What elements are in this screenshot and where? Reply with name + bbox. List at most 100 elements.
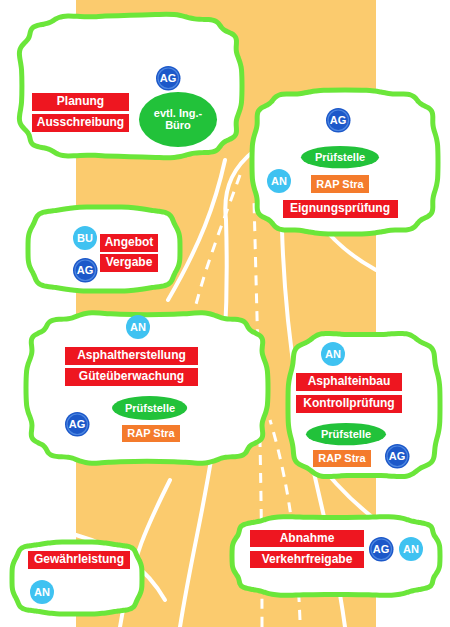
circle-ring — [158, 68, 179, 89]
circle-shape — [399, 537, 423, 561]
text-holder: AN — [30, 580, 54, 604]
node-text: Planung — [57, 95, 104, 108]
circle-shape — [73, 226, 97, 250]
node-text: evtl. Ing.-Büro — [149, 107, 207, 131]
phase-cloud: AN AsphaltherstellungGüteüberwachungAG Prü… — [22, 308, 272, 468]
node-text: AG — [160, 72, 177, 84]
circle-ring — [67, 414, 88, 435]
client-circle: AG — [73, 258, 98, 283]
node-text: AN — [325, 348, 341, 360]
circle-shape — [385, 444, 410, 469]
text-holder: AG — [156, 66, 181, 91]
text-holder: Abnahme — [250, 530, 364, 547]
standard-box: RAP Stra — [313, 450, 370, 467]
circle-shape — [369, 537, 394, 562]
node-text: Güteüberwachung — [79, 370, 184, 383]
cloud-outline — [26, 313, 268, 463]
text-holder: AG — [385, 444, 410, 469]
circle-shape — [126, 315, 150, 339]
text-holder: Kontrollprüfung — [296, 395, 402, 413]
text-holder: Asphalteinbau — [296, 373, 402, 391]
text-holder — [14, 10, 246, 162]
task-box: Planung — [32, 93, 129, 111]
node-text: AG — [330, 114, 347, 126]
text-holder: AN — [399, 537, 423, 561]
text-holder: AN — [267, 169, 291, 193]
circle-ring — [387, 446, 408, 467]
node-text: Eignungsprüfung — [290, 202, 390, 215]
text-holder: Verkehrfreigabe — [250, 551, 364, 568]
node-text: AN — [130, 321, 146, 333]
ellipse-shape — [301, 146, 379, 168]
text-holder — [248, 86, 442, 238]
task-box: Asphalteinbau — [296, 373, 402, 391]
node-text: AG — [77, 264, 94, 276]
node-text: Gewährleistung — [34, 553, 124, 566]
lab-ellipse: Prüfstelle — [306, 423, 386, 445]
task-box: Asphaltherstellung — [65, 347, 198, 365]
phase-cloud: AN AsphalteinbauKontrollprüfungPrüfstelle… — [284, 328, 444, 482]
task-box: Güteüberwachung — [65, 368, 198, 386]
text-holder — [228, 512, 444, 600]
standard-box: RAP Stra — [122, 425, 179, 442]
node-text: Angebot — [105, 236, 154, 249]
contractor-circle: AN — [399, 537, 423, 561]
node-text: Asphalteinbau — [308, 375, 391, 388]
cloud-outline — [28, 207, 180, 291]
text-holder: RAP Stra — [313, 450, 370, 467]
lab-ellipse: Prüfstelle — [112, 396, 187, 420]
text-holder: RAP Stra — [311, 175, 368, 193]
text-holder: BU — [73, 226, 97, 250]
text-holder: AG — [73, 258, 98, 283]
text-holder: Eignungsprüfung — [283, 200, 398, 218]
cloud-outline — [19, 14, 242, 158]
node-text: AN — [34, 586, 50, 598]
node-text: Prüfstelle — [125, 402, 175, 414]
node-text: AG — [389, 450, 406, 462]
text-holder: Ausschreibung — [32, 114, 129, 132]
task-box: Angebot — [100, 234, 159, 251]
cloud-outline — [252, 90, 438, 234]
circle-ring — [75, 260, 96, 281]
node-text: AG — [373, 543, 390, 555]
node-text: Ausschreibung — [37, 116, 124, 129]
node-text: AN — [403, 543, 419, 555]
lab-ellipse: evtl. Ing.-Büro — [139, 92, 217, 147]
contractor-circle: AN — [267, 169, 291, 193]
client-circle: AG — [369, 537, 394, 562]
text-holder: Planung — [32, 93, 129, 111]
phase-cloud: AG PlanungAusschreibung evtl. Ing.-Büro — [14, 10, 246, 162]
circle-shape — [321, 342, 345, 366]
road-dashes — [190, 175, 240, 330]
circle-shape — [73, 258, 98, 283]
task-box: Abnahme — [250, 530, 364, 547]
text-holder — [8, 538, 146, 618]
task-box: Eignungsprüfung — [283, 200, 398, 218]
node-text: AG — [69, 418, 86, 430]
node-text: Vergabe — [106, 256, 153, 269]
node-text: Abnahme — [280, 532, 335, 545]
text-holder — [22, 308, 272, 468]
text-holder — [284, 328, 444, 482]
contractor-circle: BU — [73, 226, 97, 250]
text-holder: Asphaltherstellung — [65, 347, 198, 365]
contractor-circle: AN — [30, 580, 54, 604]
circle-shape — [267, 169, 291, 193]
text-holder: Güteüberwachung — [65, 368, 198, 386]
text-holder: AN — [321, 342, 345, 366]
phase-cloud: AG PrüfstelleAN RAP StraEignungsprüfung — [248, 86, 442, 238]
task-box: Vergabe — [100, 254, 158, 271]
circle-shape — [156, 66, 181, 91]
road-edge — [305, 440, 376, 520]
phase-cloud-outline — [14, 10, 246, 162]
text-holder — [24, 203, 184, 295]
client-circle: AG — [326, 108, 351, 133]
contractor-circle: AN — [126, 315, 150, 339]
cloud-outline — [232, 517, 440, 595]
text-holder: Angebot — [100, 234, 159, 251]
lab-ellipse: Prüfstelle — [301, 146, 379, 168]
client-circle: AG — [156, 66, 181, 91]
text-holder: Prüfstelle — [112, 396, 187, 420]
phase-cloud: BU AngebotAG Vergabe — [24, 203, 184, 295]
